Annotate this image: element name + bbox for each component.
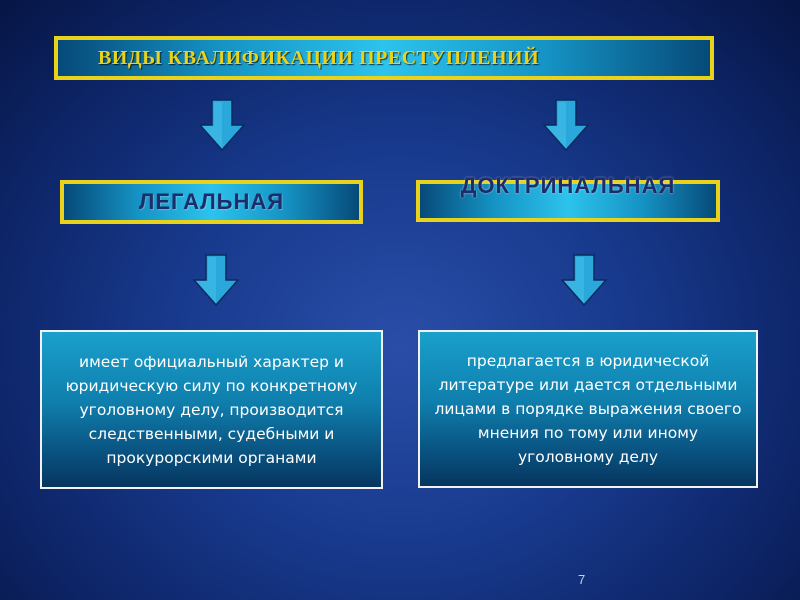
page-number: 7 — [578, 572, 586, 587]
heading-legal: ЛЕГАЛЬНАЯ — [138, 189, 285, 214]
slide-title: ВИДЫ КВАЛИФИКАЦИИ ПРЕСТУПЛЕНИЙ — [98, 46, 540, 69]
arrow-down-icon — [193, 254, 239, 306]
arrow-down-icon — [199, 99, 245, 151]
heading-legal-box: ЛЕГАЛЬНАЯ — [60, 180, 363, 224]
arrow-down-icon — [543, 99, 589, 151]
description-legal: имеет официальный характер и юридическую… — [65, 352, 358, 467]
heading-doctrinal: ДОКТРИНАЛЬНАЯ — [460, 173, 676, 198]
description-doctrinal: предлагается в юридической литературе ил… — [434, 352, 742, 466]
heading-doctrinal-box: ДОКТРИНАЛЬНАЯ — [416, 173, 720, 222]
arrow-down-icon — [561, 254, 607, 306]
description-doctrinal-box: предлагается в юридической литературе ил… — [418, 330, 758, 488]
title-box: ВИДЫ КВАЛИФИКАЦИИ ПРЕСТУПЛЕНИЙ — [54, 36, 714, 80]
description-legal-box: имеет официальный характер и юридическую… — [40, 330, 383, 489]
